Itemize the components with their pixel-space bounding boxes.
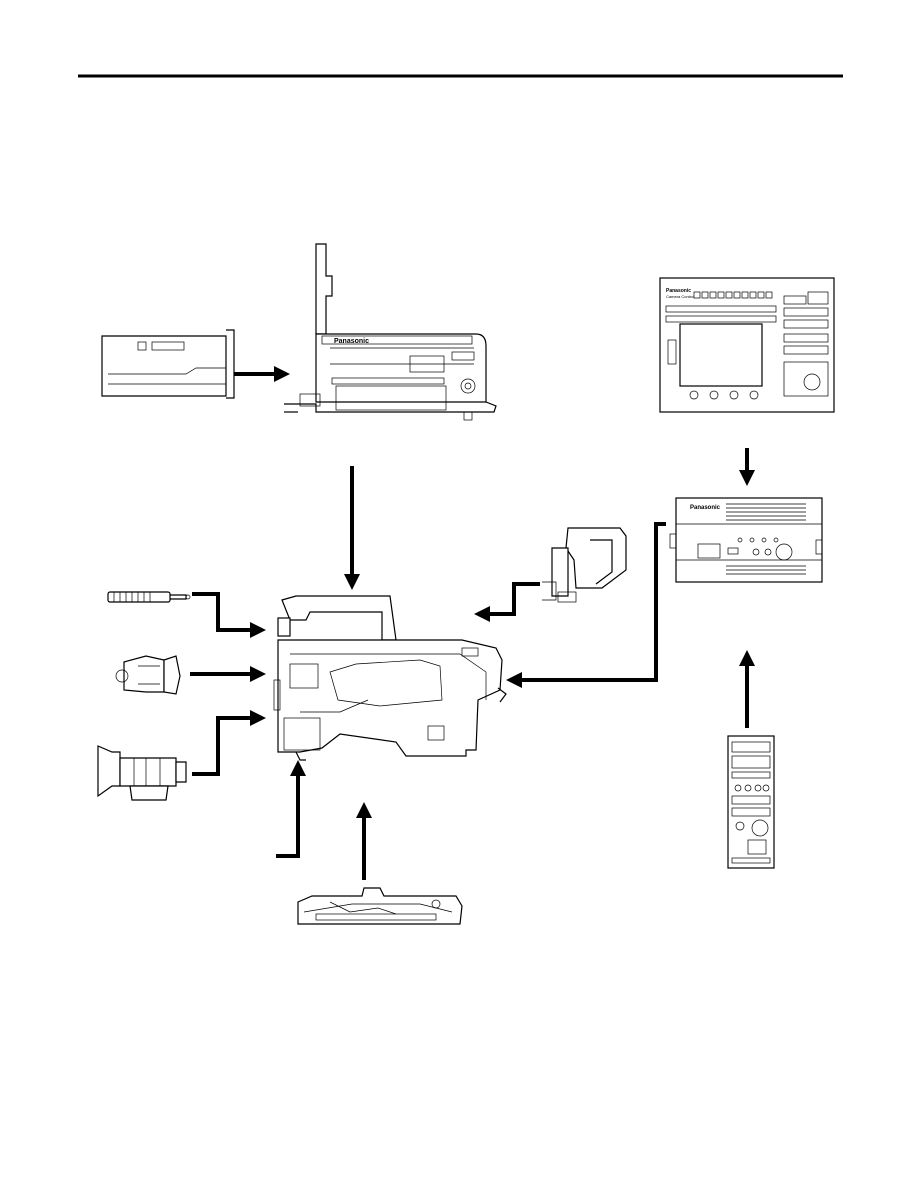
arrow-adapter-to-camera — [344, 466, 360, 590]
arrow-battery-to-adapter — [234, 366, 290, 382]
arrow-lens-to-camera — [192, 710, 266, 774]
arrow-mic-to-camera — [192, 594, 266, 638]
remote-panel-icon — [728, 736, 774, 868]
arrow-bottom-left-to-camera — [276, 760, 306, 856]
pedestal-brand: Panasonic — [334, 338, 369, 345]
arrow-viewfinder-to-camera — [474, 584, 540, 622]
camera-adapter-icon: Panasonic — [284, 244, 496, 420]
arrow-remote-to-ccu — [739, 650, 755, 728]
arrow-panel-to-ccu — [739, 448, 755, 486]
tripod-plate-icon — [298, 888, 462, 924]
lens-icon — [98, 746, 186, 800]
control-panel-subtitle: Camera Control — [666, 294, 694, 299]
battery-icon — [102, 330, 234, 398]
control-panel-icon: Panasonic Camera Control — [660, 278, 834, 412]
microphone-icon — [108, 592, 190, 602]
ccu-icon: Panasonic — [670, 498, 822, 582]
arrow-eyecup-to-camera — [190, 666, 266, 682]
eyecup-icon — [116, 656, 180, 694]
viewfinder-icon — [542, 528, 626, 602]
ccu-brand: Panasonic — [690, 505, 721, 511]
arrow-plate-to-camera — [356, 802, 372, 880]
camera-body-icon — [274, 596, 506, 760]
